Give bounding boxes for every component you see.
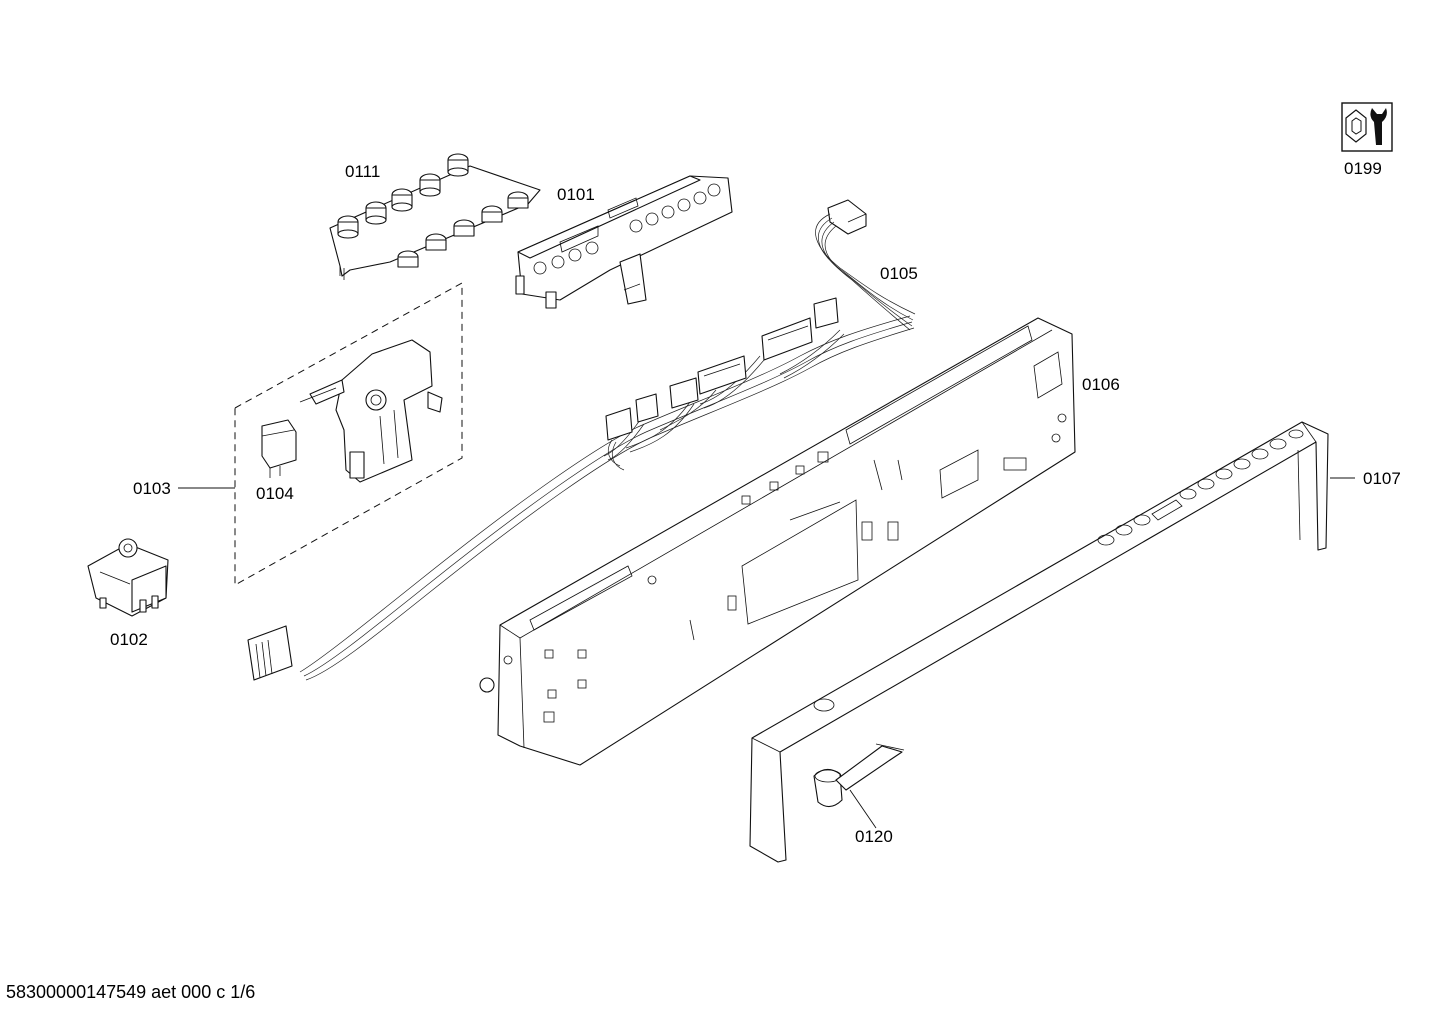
control-module-part xyxy=(515,175,733,309)
label-0106: 0106 xyxy=(1082,375,1120,394)
trim-bar-part xyxy=(749,421,1329,863)
label-0102: 0102 xyxy=(110,630,148,649)
label-0120: 0120 xyxy=(855,827,893,846)
selector-knob-part xyxy=(813,743,905,808)
door-lock-part xyxy=(299,339,443,483)
nut-and-wrench-icon xyxy=(1341,102,1393,152)
label-0107: 0107 xyxy=(1363,469,1401,488)
label-0103: 0103 xyxy=(133,479,171,498)
label-0104: 0104 xyxy=(256,484,294,503)
assembly-group-outline xyxy=(234,282,463,586)
button-strip-part xyxy=(329,153,541,280)
label-0101: 0101 xyxy=(557,185,595,204)
selector-switch-part xyxy=(87,538,169,617)
wiring-harness-part xyxy=(247,199,916,681)
label-0199: 0199 xyxy=(1344,159,1382,178)
micro-switch-part xyxy=(261,419,297,478)
control-panel-frame-part xyxy=(479,317,1076,766)
label-0105: 0105 xyxy=(880,264,918,283)
document-footer: 58300000147549 aet 000 c 1/6 xyxy=(6,982,255,1002)
label-0111: 0111 xyxy=(345,162,380,181)
